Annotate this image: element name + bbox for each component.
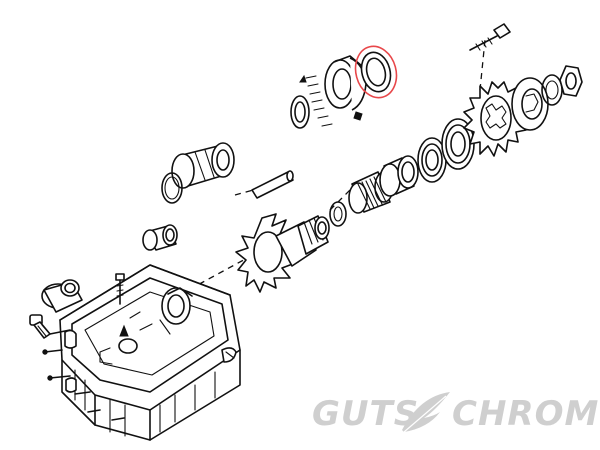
- bearing-seal-ring: [354, 45, 398, 99]
- transmission-case: [59, 264, 241, 441]
- retainer-ring: [290, 95, 310, 129]
- dowel-pin: [251, 170, 294, 199]
- thrust-washer: [329, 201, 347, 227]
- bushing: [142, 224, 178, 251]
- spacer-ring: [379, 155, 419, 197]
- bearing-race: [417, 137, 447, 183]
- hex-nut: [559, 65, 583, 97]
- sleeve-gear: [171, 142, 235, 189]
- watermark-word-right: CHROME: [452, 394, 600, 434]
- sprocket-bolt: [469, 23, 511, 51]
- case-bolt: [29, 314, 51, 339]
- case-bushing: [41, 279, 83, 313]
- snap-ring-left: [161, 172, 183, 204]
- watermark: GUTS CHROME: [312, 392, 600, 434]
- clutch-hub: [324, 55, 367, 121]
- watermark-word-left: GUTS: [312, 394, 419, 434]
- feather-icon: [402, 392, 450, 433]
- cover-screw: [115, 273, 125, 305]
- oil-seal: [441, 118, 475, 170]
- main-drive-gear: [235, 213, 330, 293]
- lock-washer: [541, 74, 563, 106]
